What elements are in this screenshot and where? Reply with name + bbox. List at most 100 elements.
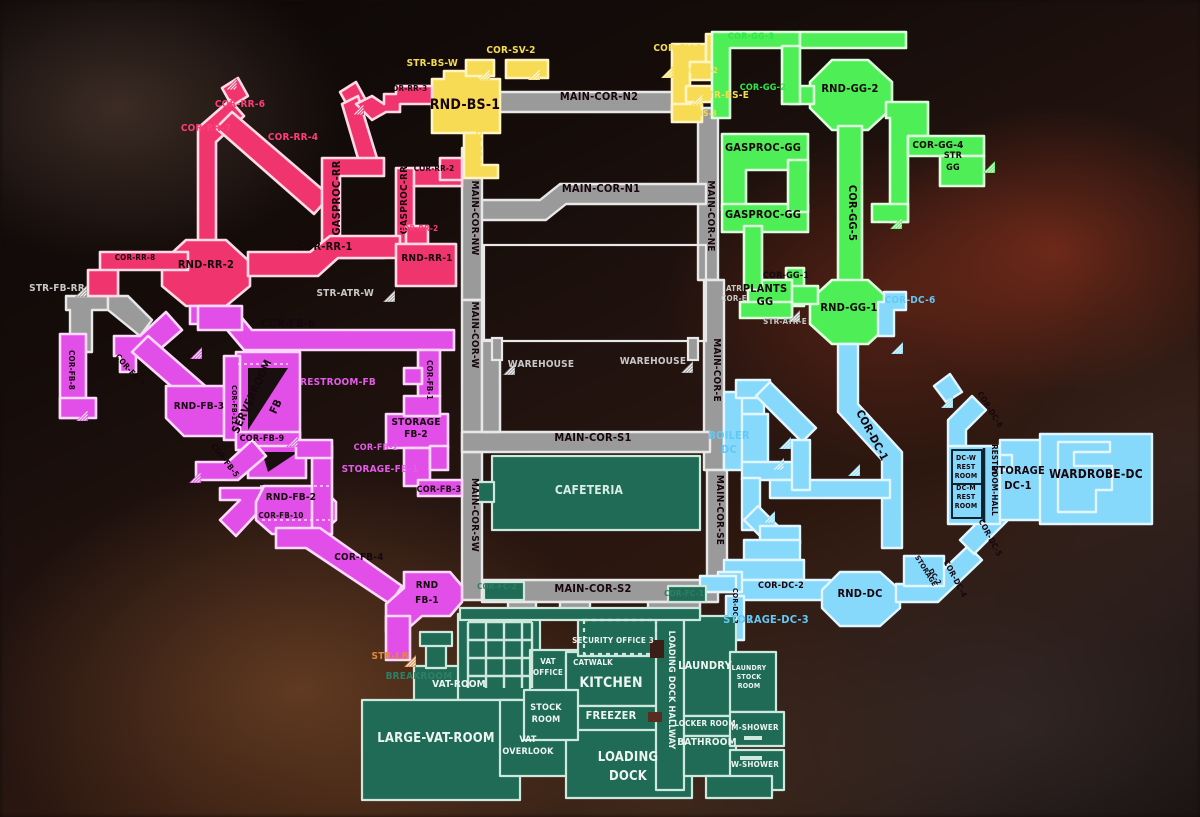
dc-lower-bar2[interactable] [742,538,802,562]
cor-rr-2-stub[interactable] [438,156,464,182]
fc-top-strip[interactable] [458,606,702,622]
rnd-fb-3[interactable] [164,384,234,438]
breakroom-pad[interactable] [418,630,454,648]
cor-fc-2[interactable] [482,580,526,602]
zone-fb[interactable] [58,304,464,662]
cor-dc-6-tip[interactable] [932,372,964,404]
rnd-dc[interactable] [820,570,902,628]
label-rnd-rr-2: RND-RR-2 [178,258,234,271]
zone-dc[interactable] [698,290,1154,642]
gg-north-block[interactable] [798,30,908,50]
stair-dc-1c-icon[interactable] [847,463,861,477]
zone-bs[interactable] [430,32,724,180]
label-main-cor-ne: MAIN-COR-NE [705,180,716,251]
serverroom-fb-cut [248,368,288,430]
main-cor-s2[interactable] [480,578,720,604]
label-main-cor-s1: MAIN-COR-S1 [554,431,631,444]
cor-fb-3[interactable] [416,478,464,498]
stair-sv-1-icon[interactable] [660,65,674,79]
stair-dc-6-icon[interactable] [890,341,904,355]
label-atr-cor-e-1: ATR [726,284,742,293]
label-cor-sv-1: COR-SV-1 [653,43,702,54]
cor-dc-1[interactable] [836,342,904,550]
label-dc-m-rest-1: DC-M [956,484,976,492]
label-rnd-rr-1: RND-RR-1 [401,253,452,264]
label-cor-rr-7: COR-RR-7 [181,123,231,134]
label-cor-dc-3: COR-DC-3 [731,588,739,624]
cafeteria[interactable] [490,454,702,532]
label-loading-dock-2: DOCK [609,769,648,784]
wardrobe-dc[interactable] [1038,432,1154,526]
label-rnd-dc: RND-DC [837,587,882,600]
label-cor-dc-6a: COR-DC-6 [885,295,936,306]
storage-dc-1-neck[interactable] [998,453,1014,472]
label-rnd-fb-1a: RND [416,580,439,591]
cor-bs-1[interactable] [462,131,500,180]
m-shower[interactable] [728,710,786,748]
label-main-cor-s2: MAIN-COR-S2 [554,582,631,595]
dc-mid-v[interactable] [790,438,812,492]
label-kitchen: KITCHEN [579,675,642,691]
dc-upper-diag[interactable] [754,380,818,444]
label-m-shower: M-SHOWER [731,723,779,732]
cor-sv-2-bar[interactable] [504,58,550,80]
label-boiler-dc-2: DC [721,443,737,456]
cor-rr-8-drop[interactable] [86,268,120,298]
stair-dc-1a-icon[interactable] [778,436,792,450]
label-laundry-stock-3: ROOM [738,682,761,690]
label-storage-fb-2a: STORAGE [391,417,440,428]
stock-room[interactable] [522,688,580,742]
label-warehouse-w: WAREHOUSE [508,359,574,370]
label-locker-room: LOCKER ROOM [674,719,735,728]
label-vat-office-2: OFFICE [533,668,563,677]
dc-mid-bar-2[interactable] [768,478,892,500]
cor-gg-2-drop[interactable] [780,44,802,106]
label-serverroom-fb-2: FB [267,397,285,416]
cor-fb-restroom-link[interactable] [402,394,442,418]
wardrobe-dc-cut [1056,440,1114,514]
main-cor-s1[interactable] [460,430,712,454]
rnd-gg-2[interactable] [808,58,894,132]
stair-atr-w-icon[interactable] [382,289,396,303]
label-cor-fb-2: COR-FB-2 [354,443,399,453]
cor-fb-right-loop-top[interactable] [294,438,334,460]
door-hints [238,363,330,521]
rnd-rr-2[interactable] [160,238,252,308]
label-cor-fb-3: COR-FB-3 [417,485,462,495]
cafeteria-notch-w[interactable] [476,480,496,504]
rnd-fb-1-tail[interactable] [384,614,412,662]
label-gasproc-gg-2: GASPROC-GG [725,208,801,221]
str-gg-room[interactable] [938,154,986,188]
rnd-gg-1[interactable] [808,278,892,346]
label-laundry: LAUNDRY [678,659,732,672]
label-large-vat-room: LARGE-VAT-ROOM [377,731,494,746]
stair-fb-3a-icon[interactable] [189,346,203,360]
cor-fb-2-link[interactable] [428,444,450,472]
storage-dc-2[interactable] [902,554,946,588]
cor-rr-7-diag[interactable] [214,110,332,216]
cor-rr-3[interactable] [354,84,434,122]
cor-fb-4[interactable] [274,526,404,606]
gasproc-gg-wall[interactable] [786,158,810,214]
fc-south-tail[interactable] [704,774,774,800]
cor-fc-1[interactable] [666,584,708,604]
warehouse-room-w [482,243,708,343]
zone-fc[interactable] [360,454,786,802]
main-cor-n1[interactable] [480,182,708,222]
label-storage-dc-3-icon: ? [747,613,753,626]
label-gasproc-rr-2: GASPROC-RR [399,166,410,234]
cor-dc-6-hook[interactable] [876,290,908,338]
str-fb-rr-block-2[interactable] [106,294,154,338]
gasproc-gg-link[interactable] [742,224,764,292]
label-main-cor-n2: MAIN-COR-N2 [560,90,638,103]
cor-fb-6-upper[interactable] [196,304,244,332]
cor-fb-8-foot[interactable] [58,396,98,420]
cor-dc-6-diag[interactable] [946,394,988,448]
zone-rr[interactable] [86,76,464,308]
large-vat-room[interactable] [360,698,522,802]
cor-fb-1-jog[interactable] [402,366,424,386]
cor-gg-4-foot[interactable] [870,202,910,224]
zone-gg[interactable] [710,30,986,346]
rnd-rr-1[interactable] [394,242,458,288]
